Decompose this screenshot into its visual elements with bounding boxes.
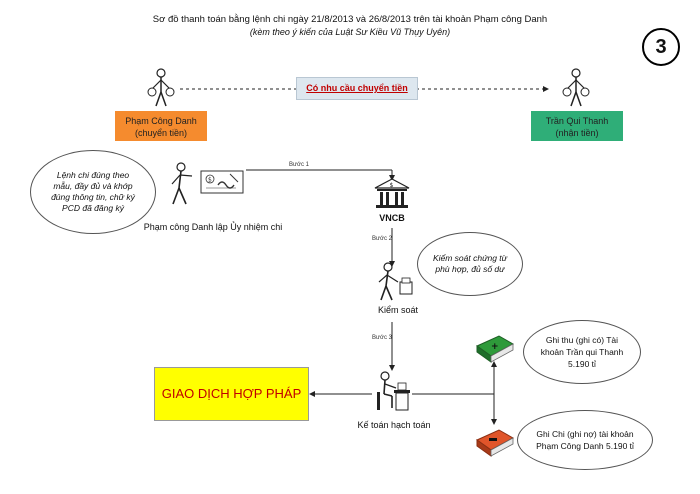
step2-label: Bước 2	[372, 236, 392, 242]
inspector-person-icon	[378, 262, 413, 301]
transfer-need-label: Có nhu cầu chuyển tiền	[296, 77, 418, 100]
control-check-bubble: Kiểm soát chứng từ phù hợp, đủ số dư	[417, 232, 523, 296]
page-number-badge: 3	[642, 28, 680, 66]
bank-building-icon: $	[374, 178, 410, 208]
sender-box: Phạm Công Danh (chuyển tiền)	[115, 111, 207, 141]
order-caption: Phạm công Danh lập Ủy nhiệm chi	[143, 222, 283, 232]
credit-entry-bubble: Ghi thu (ghi có) Tài khoản Trần qui Than…	[523, 320, 641, 384]
receiver-person-icon	[562, 68, 590, 107]
receiver-name: Trần Qui Thanh	[545, 116, 609, 126]
cheque-icon: $	[200, 170, 244, 194]
diagram-title: Sơ đồ thanh toán bằng lệnh chi ngày 21/8…	[152, 14, 548, 25]
bank-label: VNCB	[379, 213, 405, 223]
order-validity-bubble: Lệnh chi đúng theo mẫu, đầy đủ và khớp đ…	[30, 150, 156, 234]
accountant-label: Kế toán hạch toán	[357, 420, 431, 430]
sender-role: (chuyển tiền)	[134, 128, 188, 138]
control-label: Kiểm soát	[377, 305, 419, 315]
sender-person-icon	[147, 68, 175, 107]
step3-label: Bước 3	[372, 335, 392, 341]
svg-text:$: $	[208, 177, 212, 184]
accountant-at-desk-icon	[377, 371, 410, 411]
svg-text:$: $	[390, 182, 394, 189]
diagram-subtitle: (kèm theo ý kiến của Luật Sư Kiều Vũ Thụ…	[249, 27, 451, 37]
red-ledger-book-icon	[476, 429, 515, 457]
green-ledger-book-icon: +	[476, 335, 515, 363]
debit-entry-bubble: Ghi Chi (ghi nợ) tài khoản Phạm Công Dan…	[517, 410, 653, 470]
receiver-role: (nhận tiền)	[555, 128, 599, 138]
receiver-box: Trần Qui Thanh (nhận tiền)	[531, 111, 623, 141]
person-writing-order-icon	[171, 162, 193, 205]
legal-transaction-box: GIAO DỊCH HỢP PHÁP	[154, 367, 309, 421]
step1-label: Bước 1	[289, 162, 309, 168]
svg-text:+: +	[491, 342, 499, 352]
sender-name: Phạm Công Danh	[125, 116, 197, 126]
